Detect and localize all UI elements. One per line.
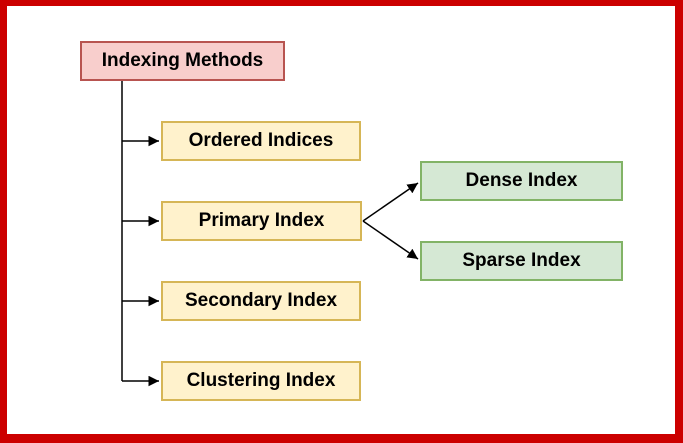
node-secondary-index-label: Secondary Index <box>184 290 338 311</box>
node-ordered-indices-label: Ordered Indices <box>188 130 334 151</box>
node-clustering-index-label: Clustering Index <box>186 370 336 391</box>
node-indexing-methods-label: Indexing Methods <box>101 50 264 71</box>
node-sparse-index: Sparse Index <box>420 241 623 281</box>
connector-primary-to-dense-index <box>362 182 419 222</box>
node-dense-index: Dense Index <box>420 161 623 201</box>
node-primary-index-label: Primary Index <box>198 210 325 231</box>
node-dense-index-label: Dense Index <box>465 170 578 191</box>
node-primary-index: Primary Index <box>161 201 362 241</box>
node-indexing-methods: Indexing Methods <box>80 41 285 81</box>
connector-primary-to-sparse-index <box>362 220 419 260</box>
node-clustering-index: Clustering Index <box>161 361 361 401</box>
node-secondary-index: Secondary Index <box>161 281 361 321</box>
node-sparse-index-label: Sparse Index <box>462 250 581 271</box>
node-ordered-indices: Ordered Indices <box>161 121 361 161</box>
